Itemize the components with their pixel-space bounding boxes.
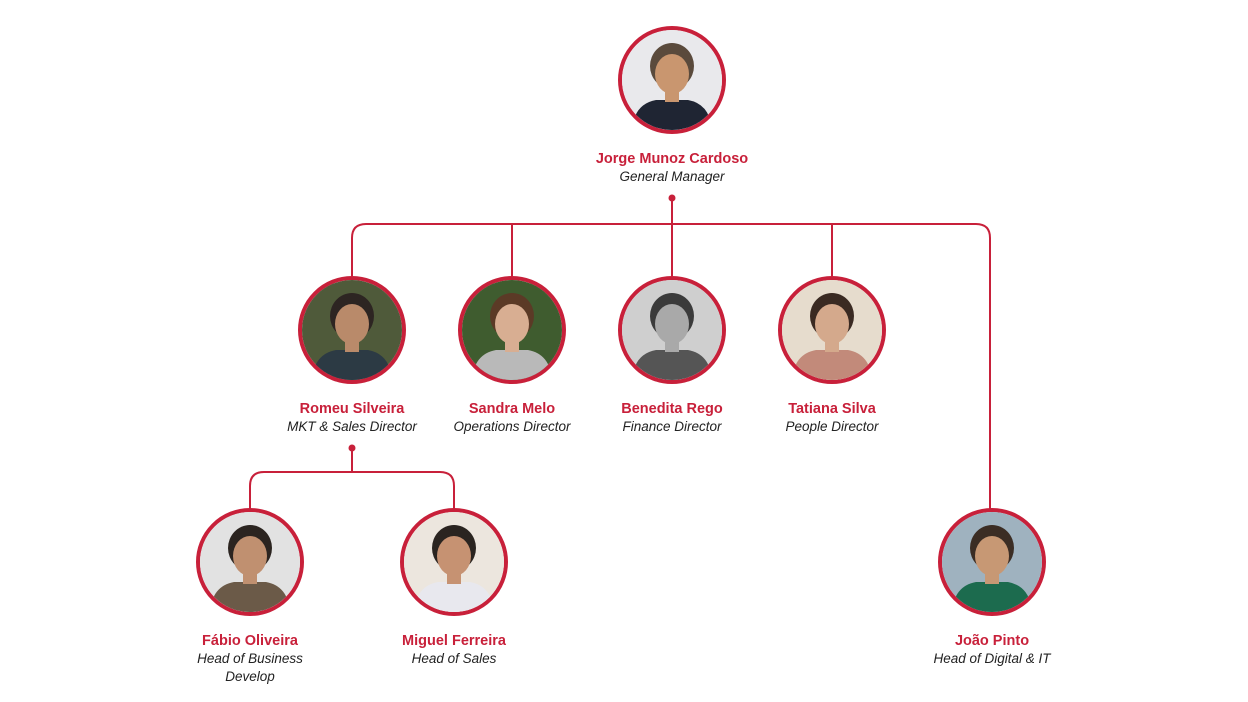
- avatar-jorge: [618, 26, 726, 134]
- person-name: Tatiana Silva: [788, 401, 876, 417]
- node-romeu-silveira: Romeu Silveira MKT & Sales Director: [242, 276, 462, 436]
- photo-shoulders: [632, 350, 712, 380]
- node-benedita-rego: Benedita Rego Finance Director: [562, 276, 782, 436]
- person-photo-icon: [782, 280, 882, 380]
- person-photo-icon: [462, 280, 562, 380]
- person-name: Benedita Rego: [621, 401, 723, 417]
- person-photo-icon: [200, 512, 300, 612]
- node-sandra-melo: Sandra Melo Operations Director: [402, 276, 622, 436]
- person-photo-icon: [622, 30, 722, 130]
- connector-dot-gm: [668, 194, 676, 202]
- person-role: People Director: [785, 419, 879, 434]
- connector-dot-romeu: [348, 444, 356, 452]
- person-role: Head of Digital & IT: [933, 651, 1051, 666]
- person-role: Head of Business Develop: [197, 651, 303, 684]
- avatar-tatiana: [778, 276, 886, 384]
- person-name: Jorge Munoz Cardoso: [595, 151, 749, 167]
- photo-shoulders: [952, 582, 1032, 612]
- person-photo-icon: [302, 280, 402, 380]
- photo-shoulders: [472, 350, 552, 380]
- person-role: General Manager: [619, 169, 725, 184]
- person-role: Head of Sales: [411, 651, 497, 666]
- photo-face: [437, 536, 471, 576]
- connector-level2-bus: [249, 471, 455, 510]
- photo-face: [655, 54, 689, 94]
- connector-level1-bus: [351, 223, 991, 510]
- avatar-benedita: [618, 276, 726, 384]
- person-photo-icon: [622, 280, 722, 380]
- photo-face: [495, 304, 529, 344]
- person-role: Operations Director: [453, 419, 571, 434]
- person-name: Fábio Oliveira: [202, 633, 298, 649]
- avatar-joao: [938, 508, 1046, 616]
- person-name: Miguel Ferreira: [402, 633, 506, 649]
- avatar-fabio: [196, 508, 304, 616]
- person-photo-icon: [404, 512, 504, 612]
- node-joao-pinto: João Pinto Head of Digital & IT: [882, 508, 1102, 668]
- person-name: João Pinto: [954, 633, 1030, 649]
- photo-shoulders: [632, 100, 712, 130]
- person-name: Sandra Melo: [468, 401, 556, 417]
- node-tatiana-silva: Tatiana Silva People Director: [722, 276, 942, 436]
- photo-shoulders: [210, 582, 290, 612]
- person-role: Finance Director: [622, 419, 722, 434]
- photo-face: [335, 304, 369, 344]
- photo-face: [655, 304, 689, 344]
- photo-shoulders: [414, 582, 494, 612]
- node-fabio-oliveira: Fábio Oliveira Head of Business Develop: [140, 508, 360, 686]
- photo-face: [815, 304, 849, 344]
- photo-face: [975, 536, 1009, 576]
- person-name: Romeu Silveira: [299, 401, 405, 417]
- photo-shoulders: [792, 350, 872, 380]
- node-miguel-ferreira: Miguel Ferreira Head of Sales: [344, 508, 564, 668]
- person-role: MKT & Sales Director: [287, 419, 417, 434]
- node-jorge-munoz-cardoso: Jorge Munoz Cardoso General Manager: [562, 26, 782, 186]
- photo-shoulders: [312, 350, 392, 380]
- avatar-romeu: [298, 276, 406, 384]
- avatar-miguel: [400, 508, 508, 616]
- photo-face: [233, 536, 267, 576]
- person-photo-icon: [942, 512, 1042, 612]
- avatar-sandra: [458, 276, 566, 384]
